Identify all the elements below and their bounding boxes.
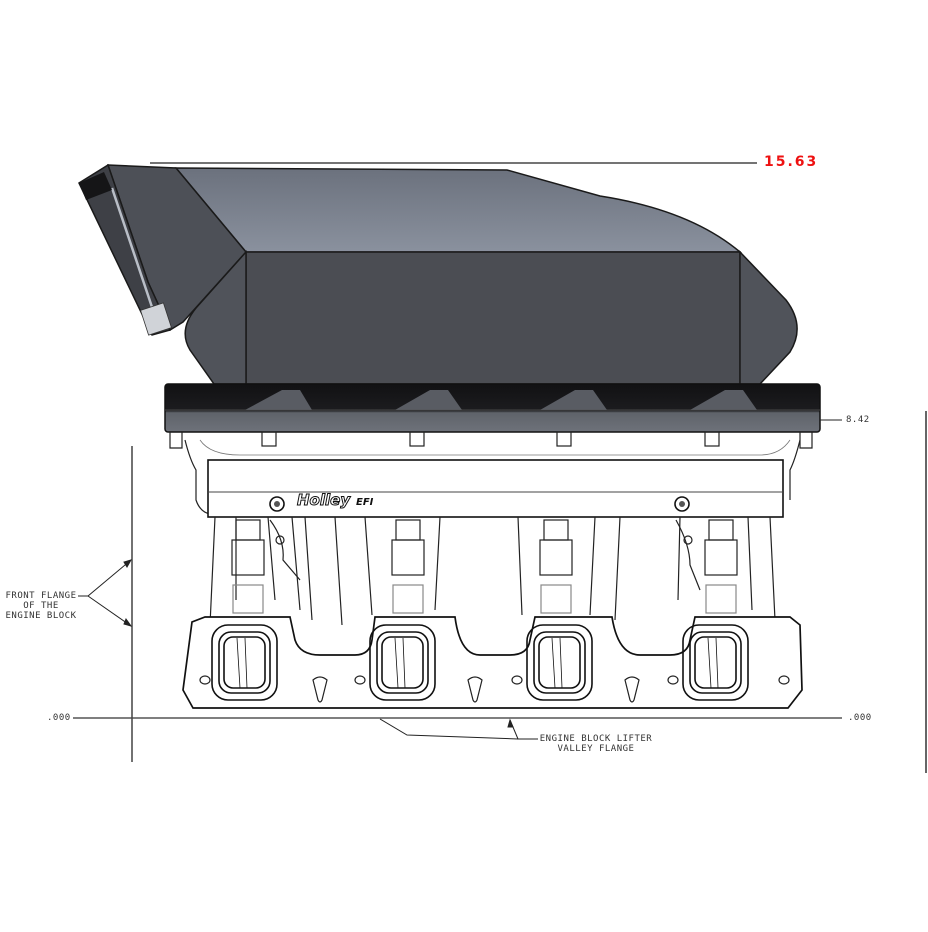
- manifold-body: [169, 431, 813, 709]
- runner-3: [517, 516, 621, 621]
- scoop-bottom-bracket: [140, 302, 172, 336]
- fuel-rail: [207, 459, 784, 518]
- scoop-lip: [110, 187, 160, 326]
- holley-logo: Holley: [296, 491, 351, 510]
- port-3: [526, 624, 593, 701]
- callout-front-flange-line-1: FRONT FLANGE: [5, 591, 77, 601]
- callout-lifter-valley-line-1: ENGINE BLOCK LIFTER: [539, 734, 653, 744]
- plenum-side-face: [245, 251, 741, 385]
- plenum: [78, 163, 798, 385]
- plenum-right-end: [739, 250, 798, 385]
- datum-label-left: .000: [47, 713, 71, 723]
- callout-front-flange-line-3: ENGINE BLOCK: [5, 611, 77, 621]
- runner-2: [334, 516, 441, 626]
- plenum-left-end: [184, 250, 247, 385]
- callout-front-flange: FRONT FLANGE OF THE ENGINE BLOCK: [4, 591, 78, 621]
- head-flange: [182, 616, 803, 709]
- callout-lifter-valley: ENGINE BLOCK LIFTER VALLEY FLANGE: [538, 734, 654, 754]
- plenum-top-face: [174, 167, 743, 253]
- efi-logo: EFI: [356, 497, 374, 508]
- dimension-top-height: 15.63: [764, 154, 819, 170]
- scoop-top-edge: [79, 172, 112, 200]
- dimension-flange-height: 8.42: [846, 415, 870, 425]
- runner-4: [675, 516, 776, 621]
- lifter-valley-leaders: [379, 718, 538, 740]
- datum-label-right: .000: [848, 713, 872, 723]
- port-4: [682, 624, 749, 701]
- plenum-base-flange: [164, 383, 821, 433]
- runner-1: [209, 516, 313, 626]
- front-flange-leaders: [78, 559, 133, 627]
- port-2: [369, 624, 436, 701]
- callout-lifter-valley-line-2: VALLEY FLANGE: [557, 744, 635, 754]
- port-1: [211, 624, 278, 701]
- callout-front-flange-line-2: OF THE: [23, 601, 59, 611]
